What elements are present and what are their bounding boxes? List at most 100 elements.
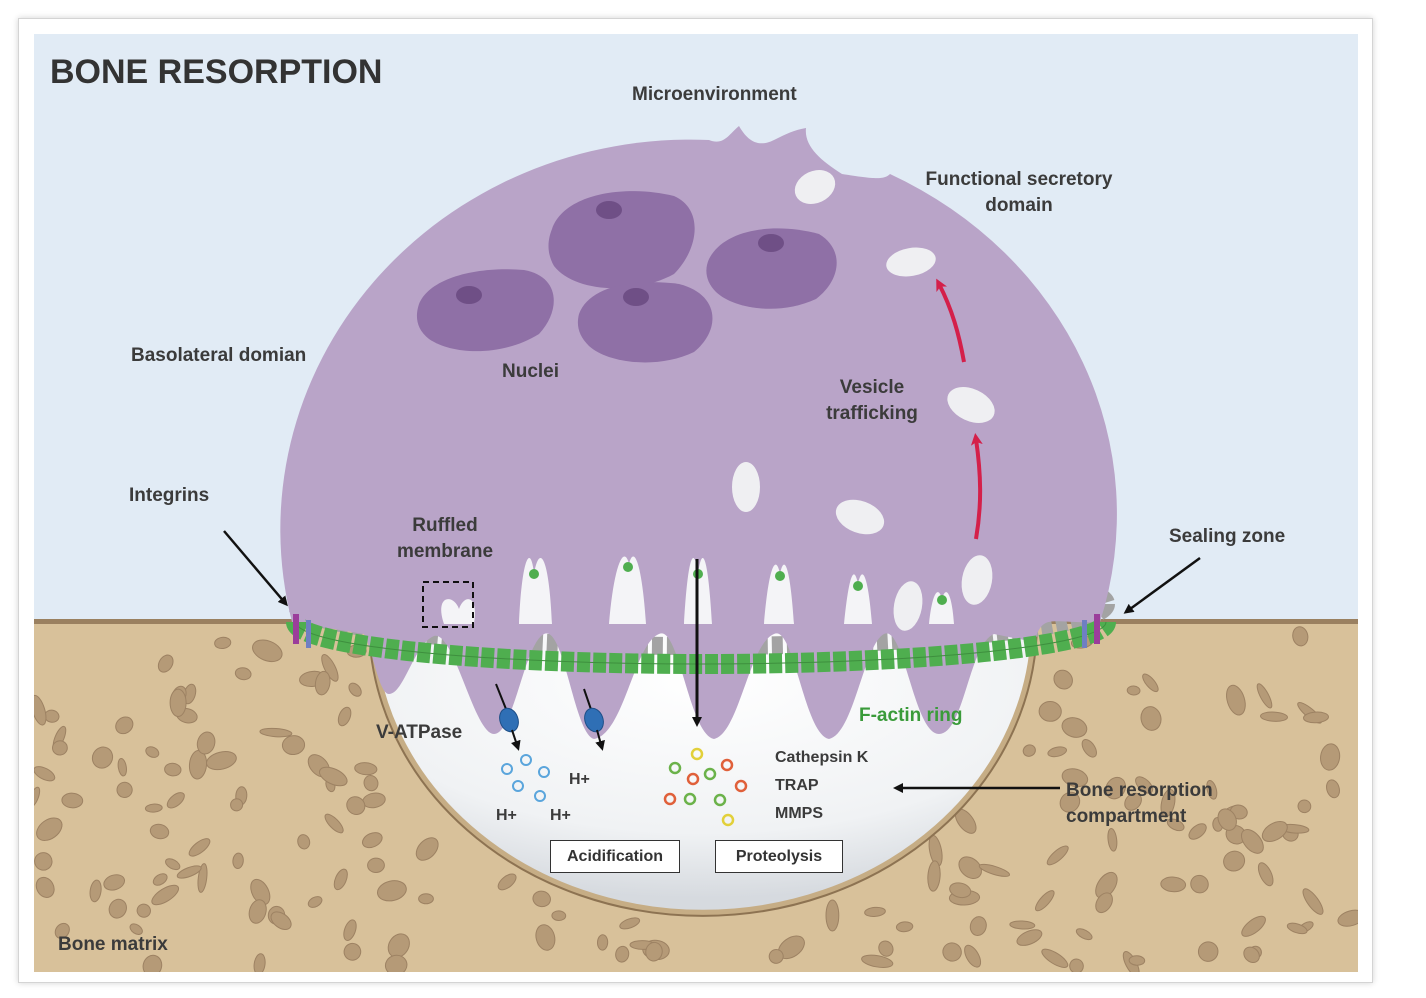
page-title: BONE RESORPTION: [50, 53, 383, 91]
bone-pore: [319, 766, 348, 787]
bone-pore: [54, 922, 70, 939]
bone-pore: [1105, 776, 1126, 800]
bone-pore: [1075, 928, 1093, 941]
bone-pore: [645, 941, 663, 962]
bone-pore: [1038, 700, 1062, 722]
bone-pore: [145, 746, 160, 758]
bone-pore: [1303, 711, 1329, 724]
bone-pore: [1046, 845, 1069, 866]
bone-pore: [1240, 829, 1264, 854]
label-h-plus: H+: [550, 807, 571, 824]
diagram-panel: BONE RESORPTION Microenvironment Functio…: [34, 34, 1358, 972]
bone-pore: [152, 873, 168, 886]
bone-pore: [34, 786, 41, 808]
bone-pore: [307, 896, 323, 908]
bone-pore: [1261, 821, 1288, 842]
bone-pore: [1095, 892, 1113, 914]
bone-pore: [895, 921, 914, 933]
bone-pore: [825, 899, 840, 932]
bone-pore: [321, 654, 339, 682]
bone-pore: [343, 942, 362, 961]
bone-pore: [1326, 779, 1340, 799]
bone-pore: [864, 906, 886, 917]
bone-pore: [361, 832, 383, 849]
bone-pore: [1320, 743, 1341, 771]
bone-pore: [1016, 929, 1043, 946]
acidification-box: Acidification: [550, 840, 680, 873]
bone-pore: [34, 694, 47, 726]
bone-pore: [52, 740, 68, 756]
bone-pore: [1160, 876, 1187, 893]
bone-pore: [165, 858, 181, 871]
bone-pore: [248, 899, 267, 924]
bone-pore: [768, 948, 784, 964]
nucleus-icon: [577, 282, 713, 363]
bone-pore: [1223, 850, 1246, 872]
bone-pore: [1257, 862, 1274, 887]
bone-pore: [367, 857, 385, 874]
trafficking-arrow: [970, 433, 983, 540]
bone-pore: [615, 945, 630, 963]
bone-pore: [1302, 888, 1324, 915]
bone-pore: [230, 798, 244, 812]
bone-pore: [333, 868, 348, 891]
label-sealing-zone: Sealing zone: [1169, 526, 1286, 547]
bone-pore: [206, 751, 237, 771]
bone-pore: [157, 654, 174, 673]
label-integrins: Integrins: [129, 485, 210, 506]
bone-pore: [497, 873, 517, 891]
bone-pore: [418, 893, 434, 905]
label-v-atpase: V-ATPase: [376, 722, 463, 743]
ruffled-membrane-folds: [441, 556, 954, 624]
bone-pore: [1166, 818, 1185, 832]
bone-pore: [1286, 922, 1308, 935]
bone-pore: [978, 863, 1011, 877]
bone-pores: [34, 626, 1358, 972]
bone-pore: [103, 874, 126, 891]
bone-pore: [969, 916, 987, 937]
bone-pore: [964, 944, 982, 968]
vesicle-icon: [732, 169, 995, 631]
label-mmps: MMPS: [775, 805, 823, 822]
label-trap: TRAP: [775, 777, 819, 794]
bone-pore: [234, 667, 252, 681]
label-bone-matrix: Bone matrix: [58, 934, 168, 955]
bone-pore: [188, 838, 211, 857]
bone-pore: [259, 727, 293, 738]
bone-pore: [1243, 946, 1260, 964]
label-ruffled-membrane: Ruffled membrane: [396, 515, 494, 562]
bone-pore: [1061, 768, 1089, 788]
nucleus-icon: [416, 269, 554, 352]
bone-pore: [1124, 792, 1142, 811]
bone-pore: [1041, 948, 1069, 968]
bone-pore: [324, 813, 344, 834]
bone-pore: [596, 934, 609, 951]
bone-pore: [878, 940, 894, 957]
bone-pore: [1128, 955, 1146, 966]
bone-pore: [861, 954, 894, 968]
proteolysis-box: Proteolysis: [715, 840, 843, 873]
bone-pore: [1035, 890, 1055, 912]
bone-pore: [1197, 941, 1219, 962]
bone-pore: [1260, 711, 1288, 722]
bone-pore: [535, 924, 556, 951]
label-vesicle-trafficking: Vesicle trafficking: [826, 377, 918, 424]
bone-pore: [1206, 779, 1218, 800]
bone-pore: [1059, 791, 1081, 813]
bone-pore: [144, 803, 163, 813]
bone-resorption-diagram: [34, 34, 1358, 972]
bone-pore: [116, 781, 133, 799]
bone-pore: [354, 762, 378, 776]
bone-pore: [1022, 744, 1036, 757]
label-nuclei: Nuclei: [502, 361, 560, 382]
bone-pore: [164, 762, 182, 777]
bone-pore: [1142, 673, 1159, 693]
label-h-plus: H+: [569, 771, 590, 788]
bone-pore: [958, 856, 982, 879]
bone-pore: [1160, 788, 1176, 818]
sealing-zone-pointer: [1123, 556, 1201, 614]
bone-pore: [1081, 739, 1097, 758]
label-bone-resorption-compartment: Bone resorption compartment: [1066, 780, 1213, 827]
bone-pore: [1256, 683, 1273, 709]
v-atpase-icon: [495, 683, 521, 751]
